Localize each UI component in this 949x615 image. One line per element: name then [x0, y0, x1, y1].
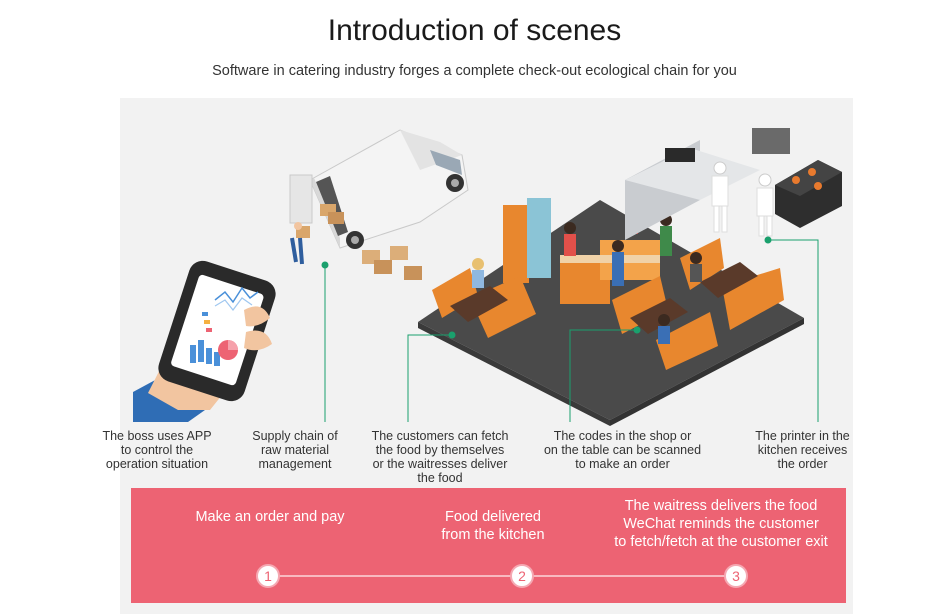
caption-supply-chain: Supply chain of raw material management	[252, 429, 338, 471]
caption-boss-app: The boss uses APP to control the operati…	[102, 429, 212, 471]
caption-codes-scanned: The codes in the shop or on the table ca…	[543, 429, 702, 471]
connector-dots	[321, 236, 772, 339]
caption-customers-fetch: The customers can fetch the food by them…	[371, 429, 509, 485]
step-1-label: Make an order and pay	[195, 509, 345, 525]
connector-lines	[324, 239, 819, 422]
step-3-label: The waitress delivers the food WeChat re…	[614, 498, 828, 550]
step-2-marker: 2	[510, 564, 534, 588]
step-2-label: Food delivered from the kitchen	[441, 509, 545, 543]
step-1-marker: 1	[256, 564, 280, 588]
step-3-marker: 3	[724, 564, 748, 588]
page-title: Introduction of scenes	[327, 14, 622, 47]
caption-printer-kitchen: The printer in the kitchen receives the …	[755, 429, 850, 471]
process-timeline	[268, 575, 736, 577]
delivery-van-illustration	[289, 129, 469, 280]
kitchen-illustration	[625, 128, 842, 240]
smartphone-illustration	[133, 260, 276, 422]
page-subtitle: Software in catering industry forges a c…	[212, 63, 737, 79]
restaurant-illustration	[418, 198, 804, 426]
